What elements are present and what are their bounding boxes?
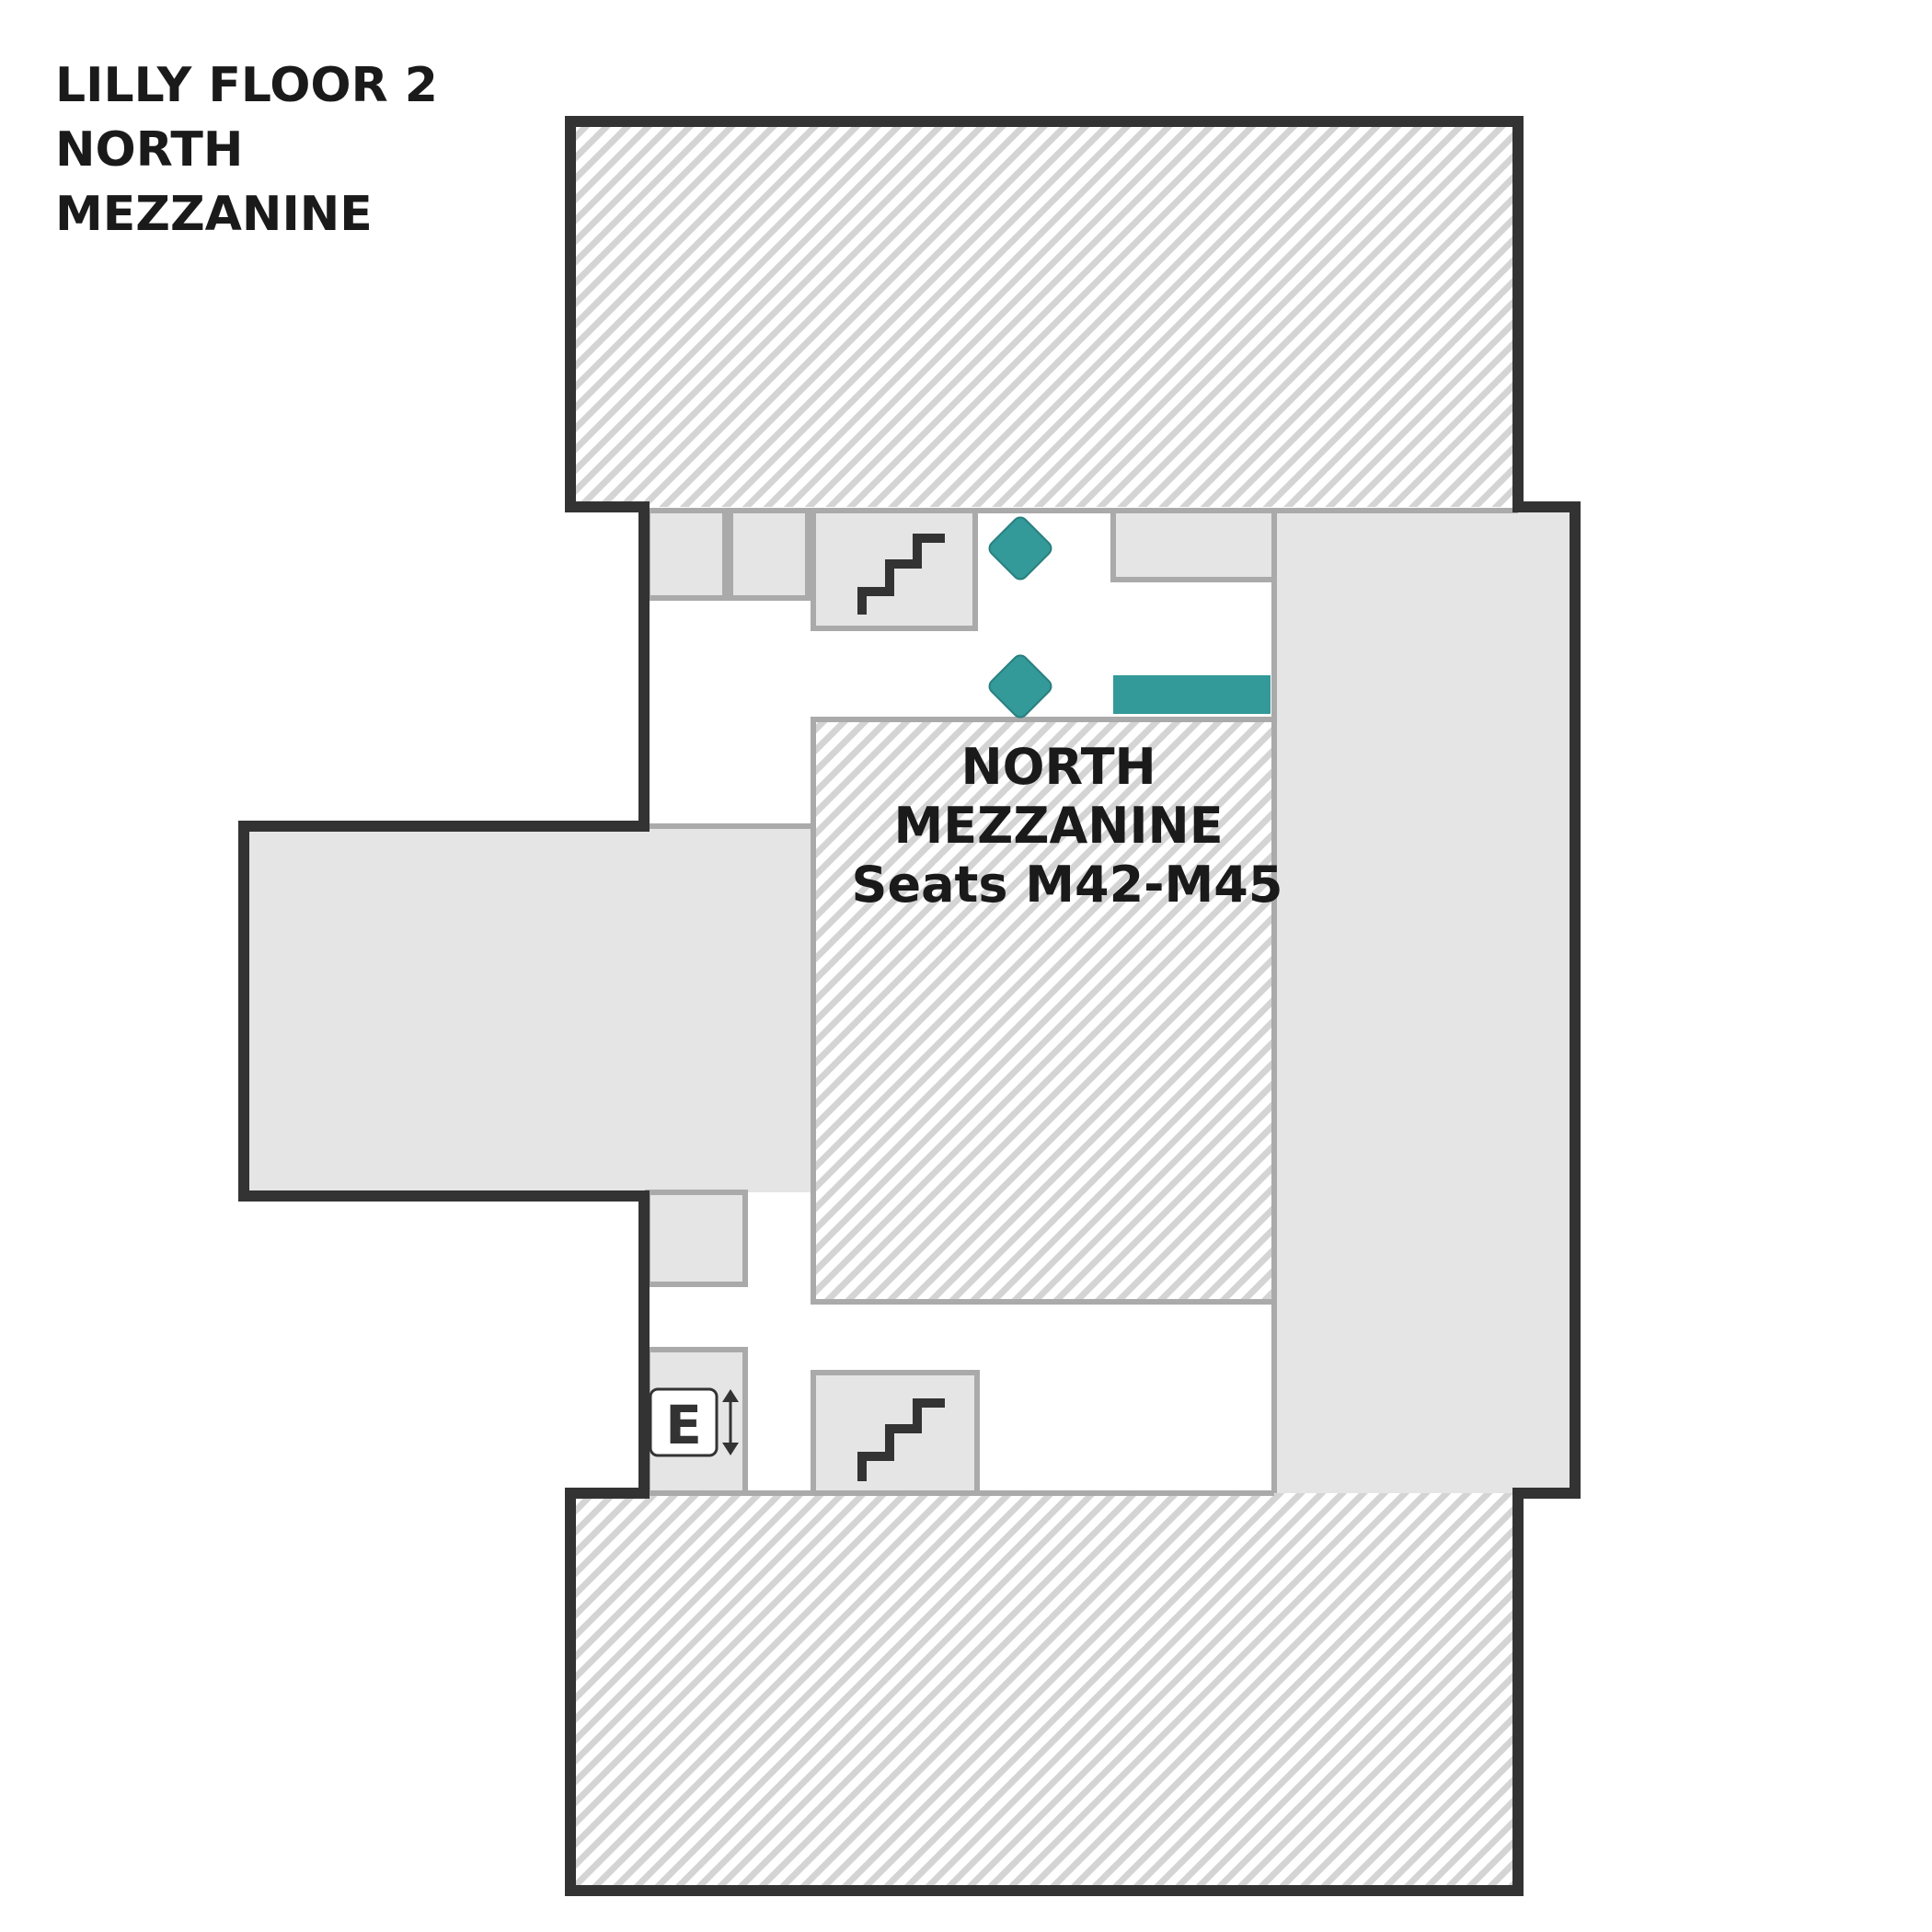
map-title-line-3: MEZZANINE [55, 187, 373, 242]
area-label-line-2: MEZZANINE [894, 797, 1224, 855]
map-title-line-2: NORTH [55, 122, 244, 178]
info-point-icon[interactable] [986, 652, 1054, 720]
north-mezzanine-area[interactable] [811, 717, 1277, 1305]
inner-walls [648, 508, 1518, 1496]
area-label-line-3: Seats M42-M45 [852, 856, 1283, 914]
elevator-icon[interactable]: E [649, 1387, 719, 1457]
up-down-arrow-icon [722, 1389, 739, 1455]
stairs-icon[interactable] [857, 534, 945, 615]
elevator-letter: E [665, 1394, 702, 1456]
map-title: LILLY FLOOR 2 NORTH MEZZANINE [55, 53, 438, 247]
info-point-icon[interactable] [986, 514, 1054, 582]
map-title-line-1: LILLY FLOOR 2 [55, 58, 438, 113]
stairs-icon[interactable] [857, 1398, 945, 1481]
south-hatched-block [574, 1493, 1514, 1889]
north-hatched-block [574, 125, 1514, 507]
area-label: NORTH MEZZANINE Seats M42-M45 [852, 738, 1283, 914]
outer-wall [238, 116, 1581, 1896]
service-desk[interactable] [1113, 675, 1271, 714]
east-room [1274, 511, 1571, 1493]
area-label-line-1: NORTH [960, 738, 1156, 796]
west-wing-room [247, 828, 812, 1192]
